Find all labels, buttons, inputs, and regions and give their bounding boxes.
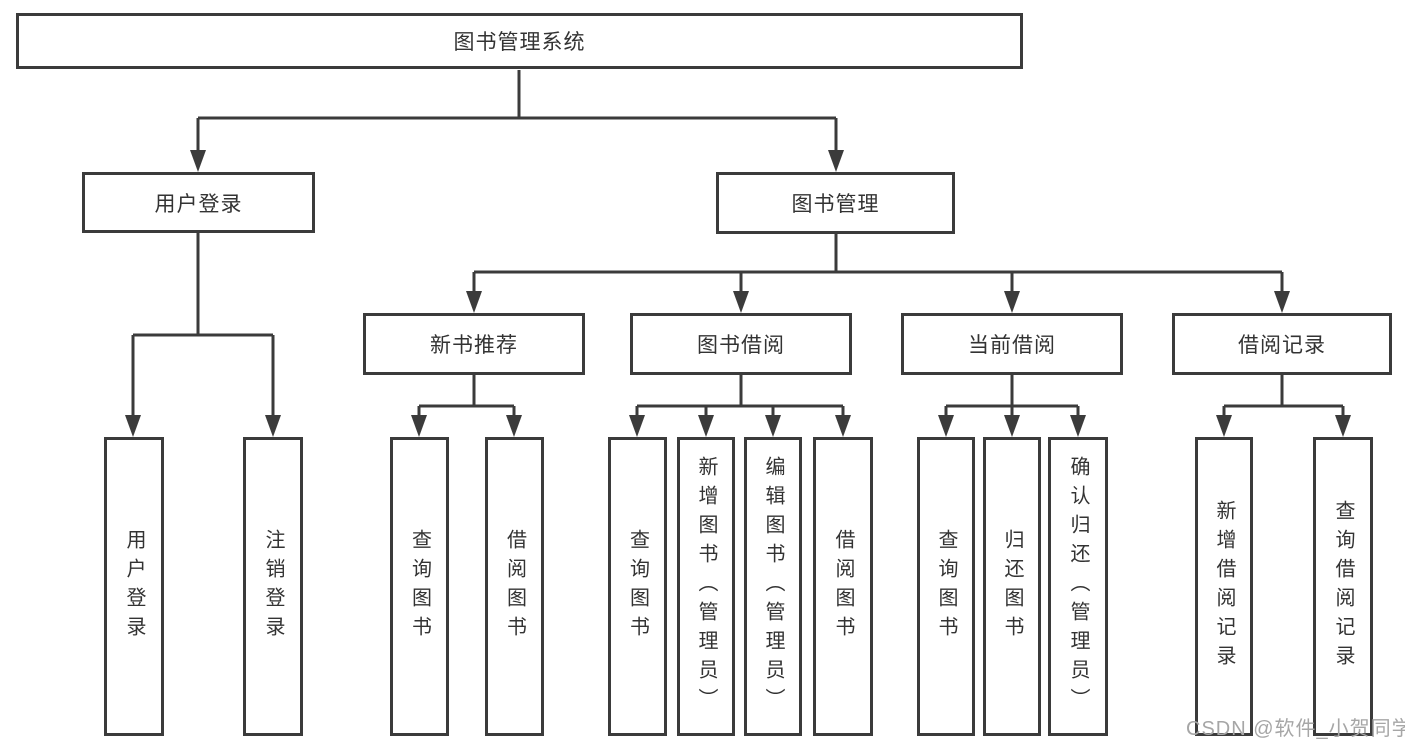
node-leaf-cb-return: 归还图书 bbox=[983, 437, 1041, 736]
node-leaf-nb-query-label: 查询图书 bbox=[408, 528, 431, 645]
connector-borrow-records-children bbox=[1216, 375, 1351, 437]
connector-root-to-level2 bbox=[190, 70, 844, 172]
node-current-borrow-label: 当前借阅 bbox=[968, 334, 1056, 357]
connector-user-login-children bbox=[125, 233, 281, 437]
arrow-head bbox=[1335, 415, 1351, 437]
node-leaf-cb-confirm-label: 确认归还（管理员） bbox=[1067, 456, 1089, 717]
arrow-head bbox=[1216, 415, 1232, 437]
arrow-head bbox=[1070, 415, 1086, 437]
node-leaf-logout-label: 注销登录 bbox=[262, 528, 284, 645]
arrow-head bbox=[466, 291, 482, 313]
node-leaf-user-login-label: 用户登录 bbox=[123, 528, 145, 645]
node-leaf-bb-edit-label: 编辑图书（管理员） bbox=[762, 456, 784, 717]
node-leaf-bb-add-label: 新增图书（管理员） bbox=[695, 456, 717, 717]
arrow-head bbox=[629, 415, 645, 437]
branch-line bbox=[944, 375, 1080, 417]
arrow-head bbox=[733, 291, 749, 313]
node-leaf-cb-return-label: 归还图书 bbox=[1001, 528, 1023, 645]
node-leaf-nb-borrow: 借阅图书 bbox=[485, 437, 544, 736]
csdn-watermark: CSDN @软件_小贺同学 bbox=[1186, 718, 1405, 740]
node-root-label: 图书管理系统 bbox=[453, 31, 586, 54]
connector-book-borrow-children bbox=[629, 375, 851, 437]
node-new-book-rec-label: 新书推荐 bbox=[430, 334, 518, 357]
branch-line bbox=[131, 233, 275, 417]
node-leaf-nb-query: 查询图书 bbox=[390, 437, 449, 736]
node-leaf-cb-query-label: 查询图书 bbox=[935, 528, 957, 645]
branch-line bbox=[417, 375, 516, 417]
node-leaf-bb-query: 查询图书 bbox=[608, 437, 667, 736]
arrow-head bbox=[835, 415, 851, 437]
node-user-login: 用户登录 bbox=[82, 172, 315, 233]
arrow-head bbox=[698, 415, 714, 437]
node-book-borrow: 图书借阅 bbox=[630, 313, 852, 375]
node-current-borrow: 当前借阅 bbox=[901, 313, 1123, 375]
node-book-mgmt: 图书管理 bbox=[716, 172, 955, 234]
node-leaf-user-login: 用户登录 bbox=[104, 437, 164, 736]
node-leaf-br-query: 查询借阅记录 bbox=[1313, 437, 1373, 736]
branch-line bbox=[196, 70, 838, 152]
connector-new-book-rec-children bbox=[411, 375, 522, 437]
branch-line bbox=[635, 375, 845, 417]
node-borrow-records-label: 借阅记录 bbox=[1238, 334, 1326, 357]
arrow-head bbox=[1004, 291, 1020, 313]
node-borrow-records: 借阅记录 bbox=[1172, 313, 1392, 375]
arrow-head bbox=[190, 150, 206, 172]
node-leaf-bb-edit: 编辑图书（管理员） bbox=[744, 437, 802, 736]
node-new-book-rec: 新书推荐 bbox=[363, 313, 585, 375]
node-book-mgmt-label: 图书管理 bbox=[791, 193, 880, 216]
node-root: 图书管理系统 bbox=[16, 13, 1023, 69]
node-leaf-bb-borrow-label: 借阅图书 bbox=[832, 528, 854, 645]
node-book-borrow-label: 图书借阅 bbox=[697, 334, 785, 357]
branch-line bbox=[472, 234, 1284, 293]
node-leaf-br-query-label: 查询借阅记录 bbox=[1332, 499, 1354, 674]
arrow-head bbox=[265, 415, 281, 437]
connector-book-mgmt-children bbox=[466, 234, 1290, 313]
branch-line bbox=[1222, 375, 1345, 417]
node-leaf-cb-query: 查询图书 bbox=[917, 437, 975, 736]
arrow-head bbox=[828, 150, 844, 172]
arrow-head bbox=[1004, 415, 1020, 437]
arrow-head bbox=[938, 415, 954, 437]
node-leaf-br-add: 新增借阅记录 bbox=[1195, 437, 1253, 736]
node-leaf-bb-add: 新增图书（管理员） bbox=[677, 437, 735, 736]
node-leaf-bb-query-label: 查询图书 bbox=[626, 528, 649, 645]
arrow-head bbox=[765, 415, 781, 437]
arrow-head bbox=[1274, 291, 1290, 313]
node-leaf-logout: 注销登录 bbox=[243, 437, 303, 736]
node-leaf-nb-borrow-label: 借阅图书 bbox=[503, 528, 526, 645]
arrow-head bbox=[125, 415, 141, 437]
arrow-head bbox=[506, 415, 522, 437]
node-leaf-bb-borrow: 借阅图书 bbox=[813, 437, 873, 736]
node-leaf-cb-confirm: 确认归还（管理员） bbox=[1048, 437, 1108, 736]
connector-current-borrow-children bbox=[938, 375, 1086, 437]
node-leaf-br-add-label: 新增借阅记录 bbox=[1213, 499, 1235, 674]
node-user-login-label: 用户登录 bbox=[154, 192, 243, 216]
arrow-head bbox=[411, 415, 427, 437]
